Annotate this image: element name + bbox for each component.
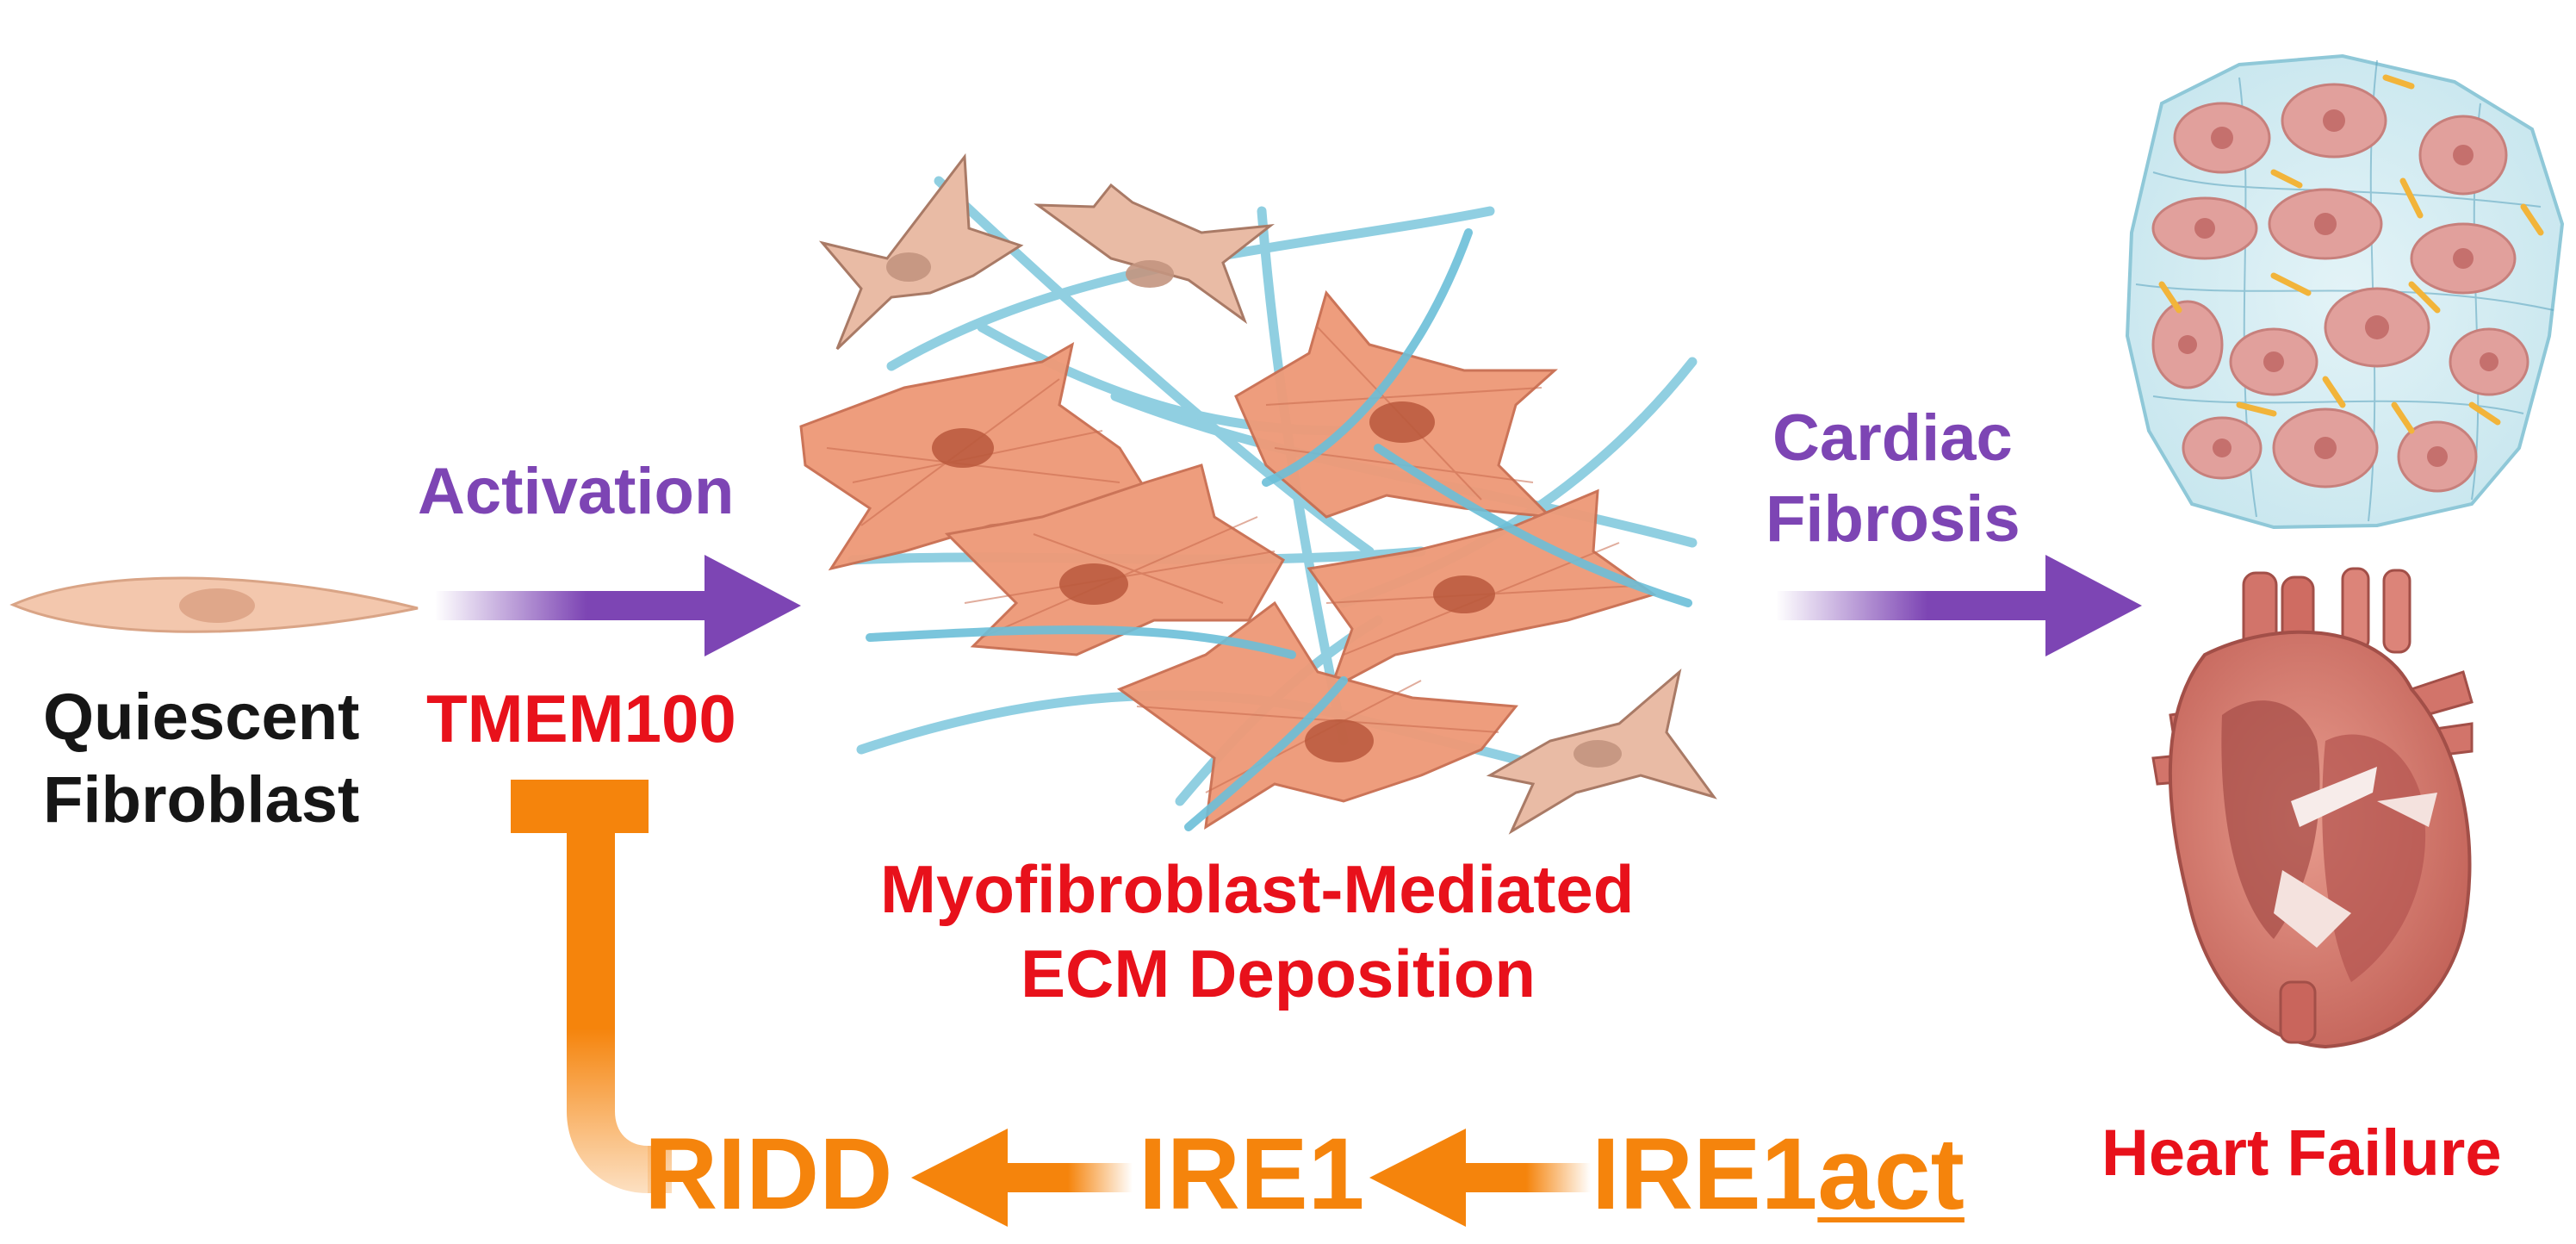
spindle-fibroblast-icon [9, 576, 419, 633]
fibrosis-arrow [1776, 555, 2142, 656]
quiescent-label: Quiescent [43, 681, 360, 754]
fibrotic-tissue-icon [2125, 53, 2565, 530]
cardiac-label: Cardiac [1772, 401, 2013, 475]
inhibition-line [511, 780, 673, 1193]
activation-arrow [435, 555, 801, 656]
heart-failure-label: Heart Failure [2101, 1116, 2502, 1190]
myofibroblast-label-line2: ECM Deposition [1021, 936, 1536, 1011]
ire1act-label: IRE1act [1592, 1117, 1965, 1231]
heart-icon [2151, 567, 2474, 1049]
myofibroblast-ecm-icon [799, 152, 1717, 835]
fibrosis-label: Fibrosis [1766, 482, 2020, 556]
ire1act-suffix: act [1817, 1117, 1965, 1231]
fibroblast-label: Fibroblast [43, 763, 360, 837]
tmem100-label: TMEM100 [426, 681, 736, 756]
ire1act-to-ire1-arrow [1369, 1129, 1591, 1227]
activation-label: Activation [418, 455, 735, 528]
myofibroblast-label-line1: Myofibroblast-Mediated [880, 851, 1635, 927]
ire1-label: IRE1 [1139, 1117, 1365, 1231]
ridd-label: RIDD [644, 1117, 893, 1231]
ire1-to-ridd-arrow [911, 1129, 1133, 1227]
ire1act-prefix: IRE1 [1592, 1117, 1818, 1231]
